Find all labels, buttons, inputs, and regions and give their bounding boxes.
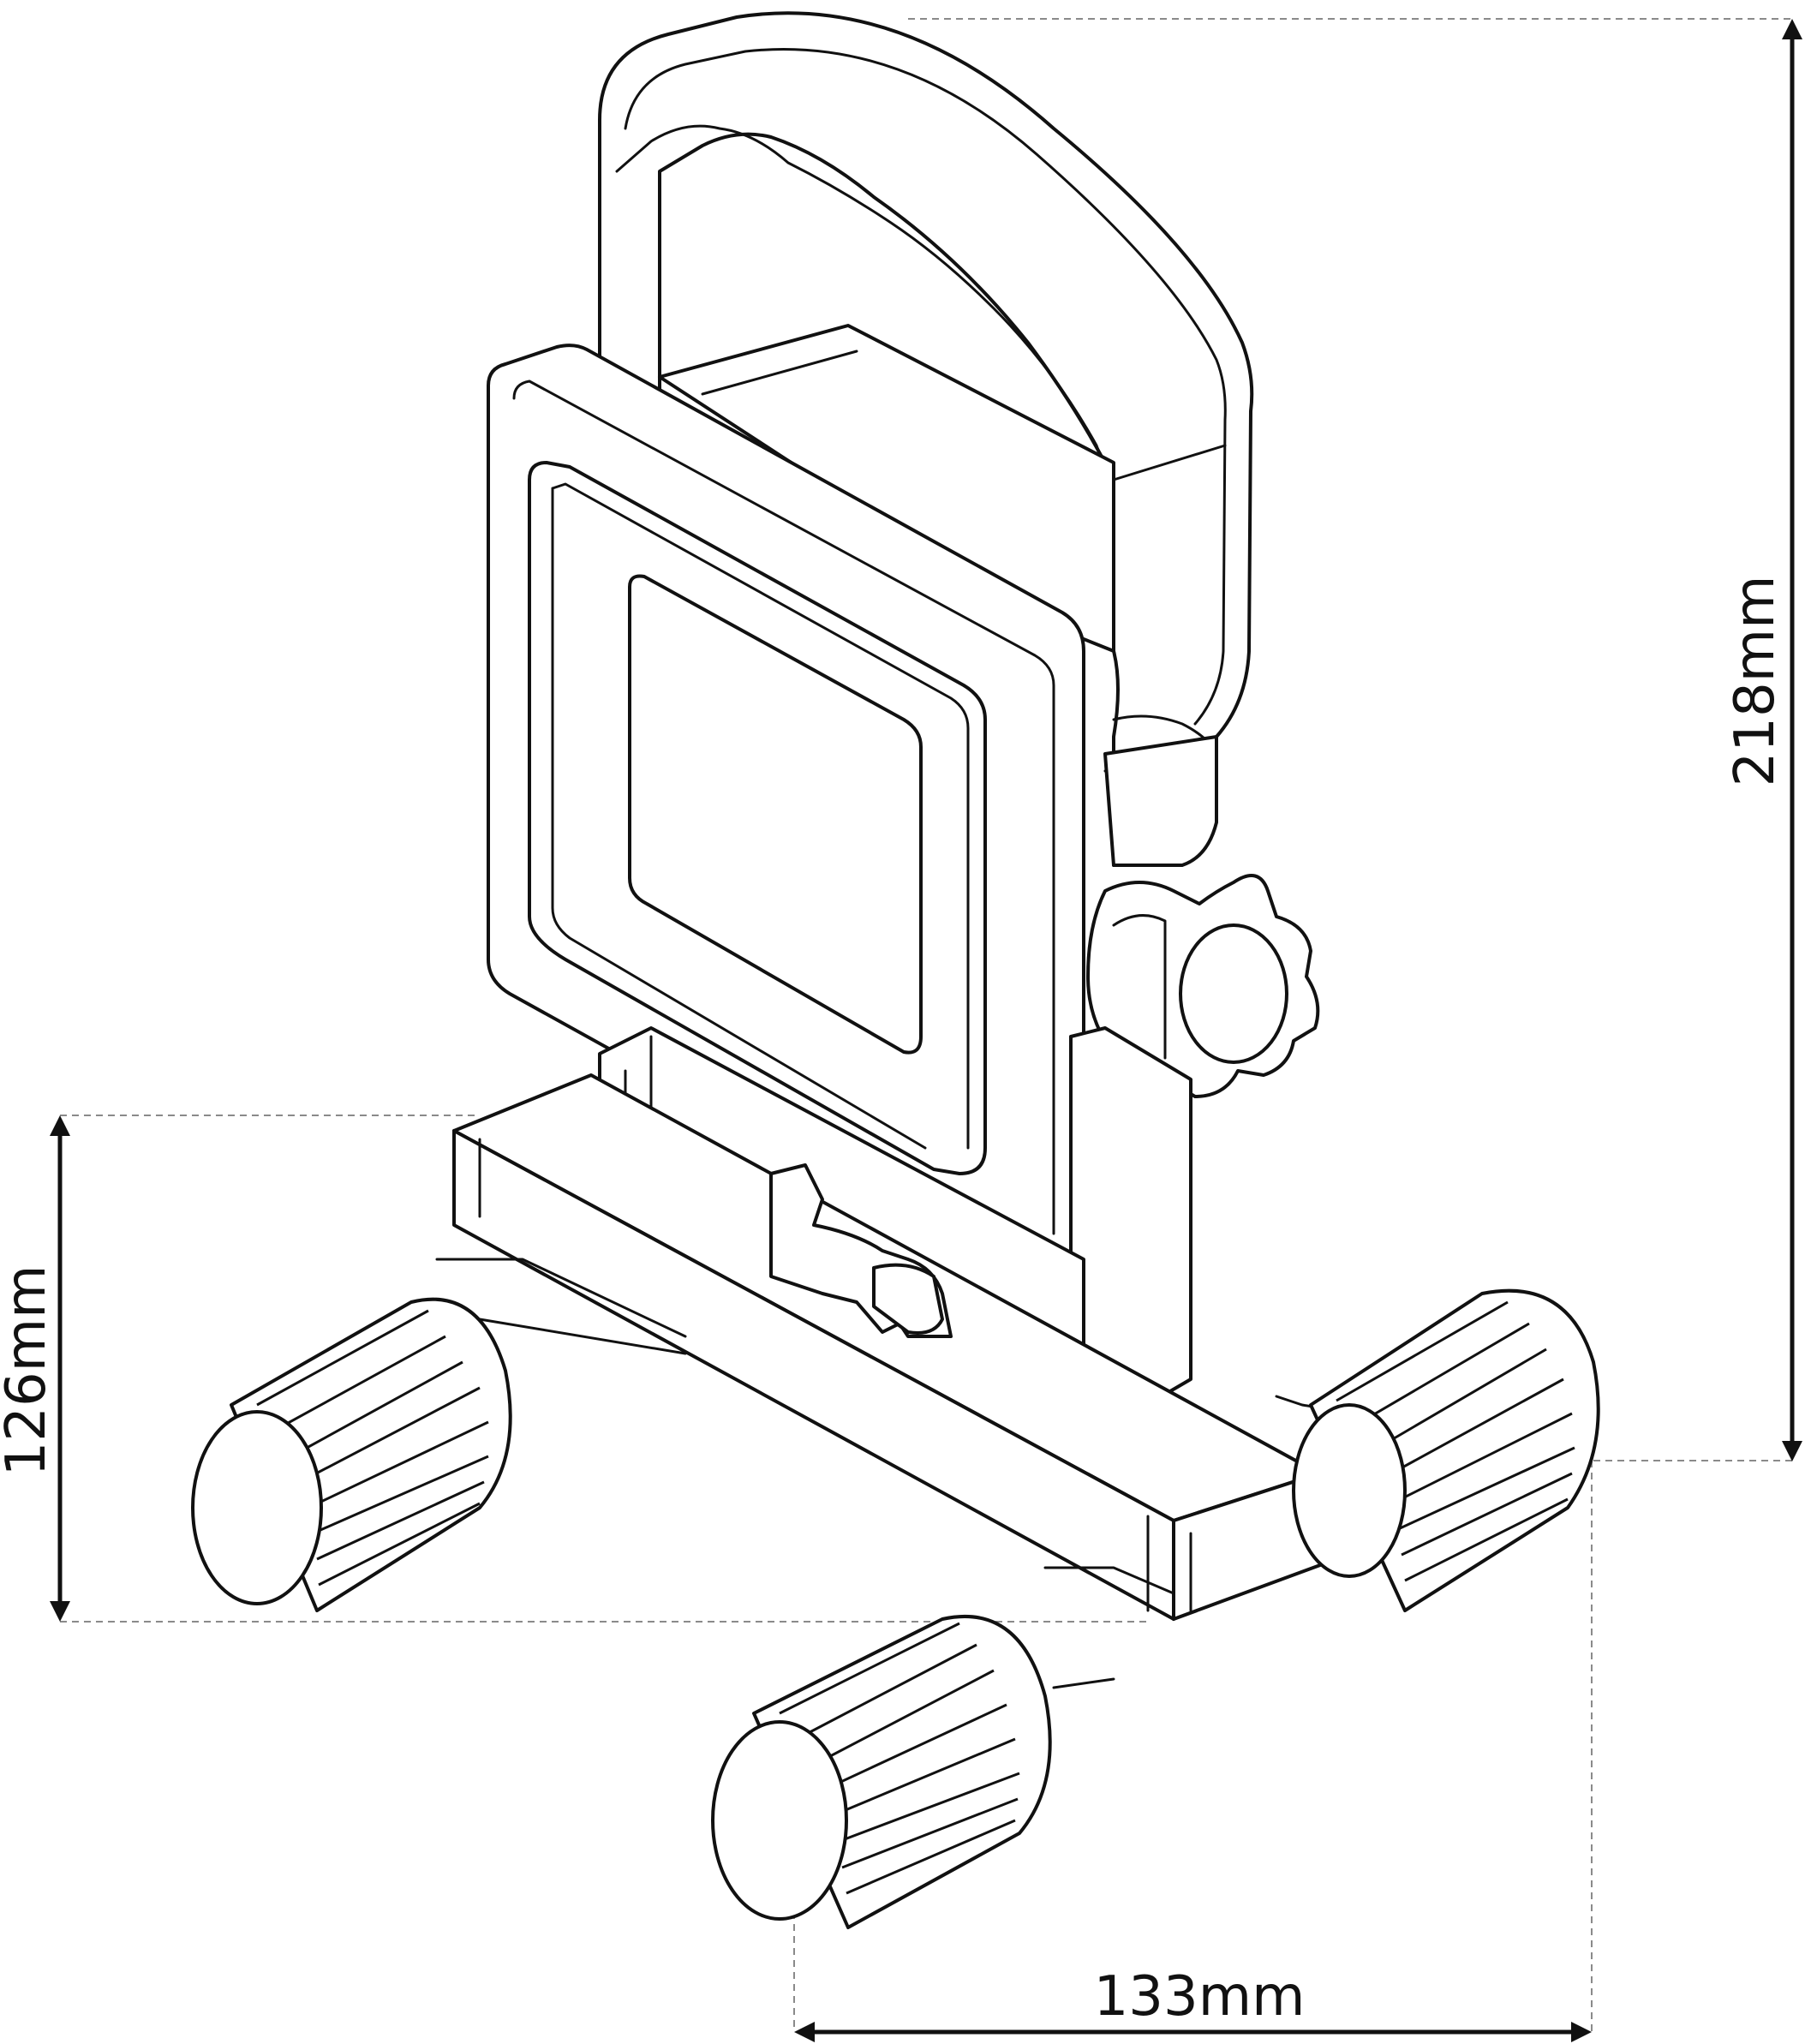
dimension-width-base: 133mm <box>794 1965 1592 2042</box>
base-clamp-knob <box>769 1163 953 1338</box>
dimension-height-total: 218mm <box>1724 19 1802 1461</box>
foot-axles <box>435 1258 1355 1689</box>
carry-handle <box>598 11 1254 867</box>
foot-right-rear <box>1292 1288 1600 1612</box>
height-base-label: 126mm <box>0 1265 58 1477</box>
height-total-label: 218mm <box>1724 576 1787 787</box>
foot-left-rear <box>191 1297 512 1612</box>
dimension-height-base: 126mm <box>0 1115 70 1622</box>
foot-front <box>711 1614 1052 1929</box>
width-base-label: 133mm <box>1094 1965 1306 2029</box>
